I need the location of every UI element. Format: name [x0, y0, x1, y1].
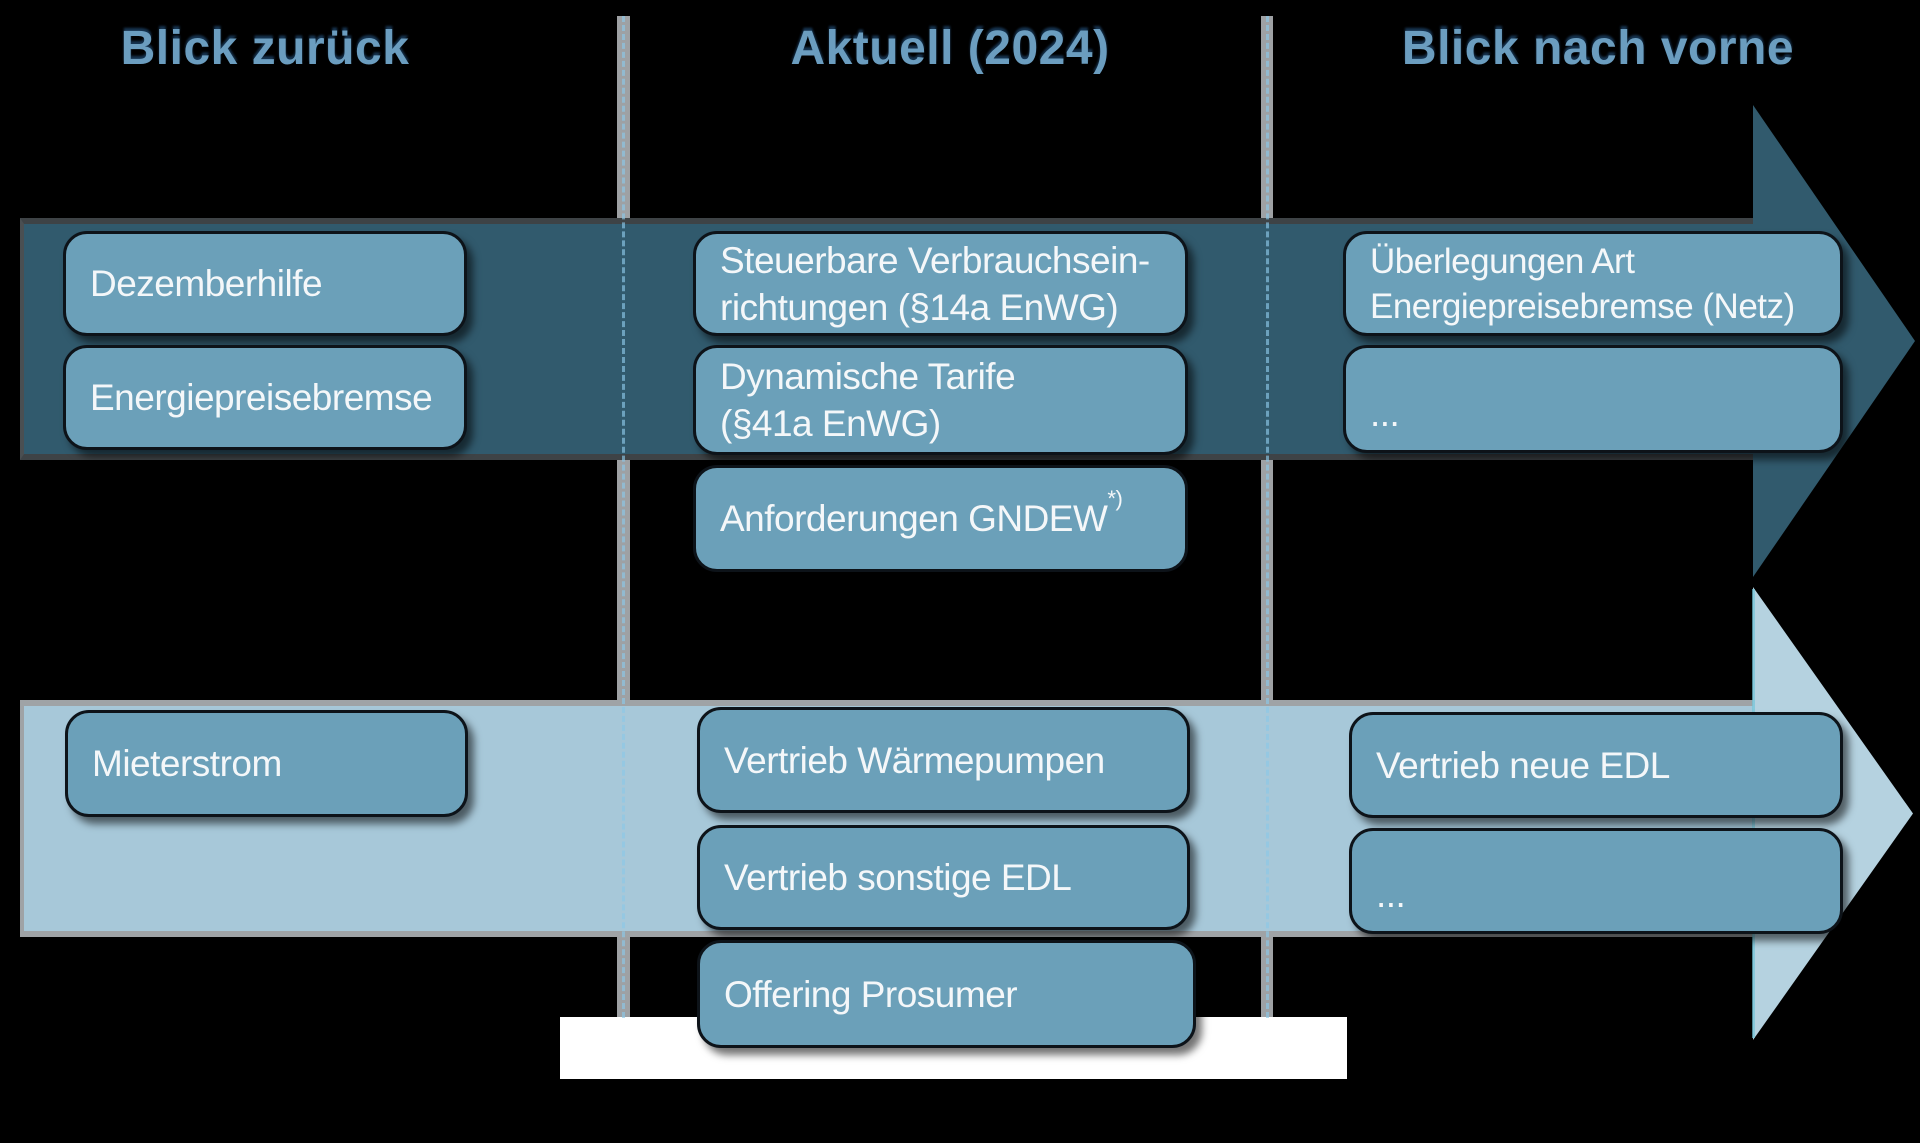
node-anforderungen-gndew: Anforderungen GNDEW*)	[693, 465, 1188, 572]
dashed-guide-line-1	[622, 16, 625, 1018]
node-vertrieb-neue-edl: Vertrieb neue EDL	[1349, 712, 1843, 818]
node-vertrieb-sonstige-edl: Vertrieb sonstige EDL	[697, 825, 1190, 930]
node-offering-prosumer: Offering Prosumer	[697, 940, 1196, 1048]
node-dezemberhilfe: Dezemberhilfe	[63, 231, 467, 336]
node-regulatory-ellipsis: ...	[1343, 345, 1843, 453]
footnote-marker: *)	[1107, 485, 1123, 511]
node-dynamische-tarife: Dynamische Tarife (§41a EnWG)	[693, 345, 1188, 455]
column-header-current: Aktuell (2024)	[790, 22, 1110, 75]
node-mieterstrom: Mieterstrom	[65, 710, 468, 817]
node-ueberlegungen-energiepreisebremse: Überlegungen Art Energiepreisebremse (Ne…	[1343, 231, 1843, 336]
node-vertrieb-waermepumpen: Vertrieb Wärmepumpen	[697, 707, 1190, 813]
node-sales-ellipsis: ...	[1349, 828, 1843, 934]
dashed-guide-line-2	[1266, 16, 1269, 1018]
node-steuerbare-verbrauchseinrichtungen: Steuerbare Verbrauchsein- richtungen (§1…	[693, 231, 1188, 336]
node-energiepreisebremse: Energiepreisebremse	[63, 345, 467, 450]
column-header-past: Blick zurück	[120, 22, 410, 75]
regulatory-arrow-head-icon	[1753, 105, 1915, 577]
column-header-future: Blick nach vorne	[1401, 22, 1795, 75]
